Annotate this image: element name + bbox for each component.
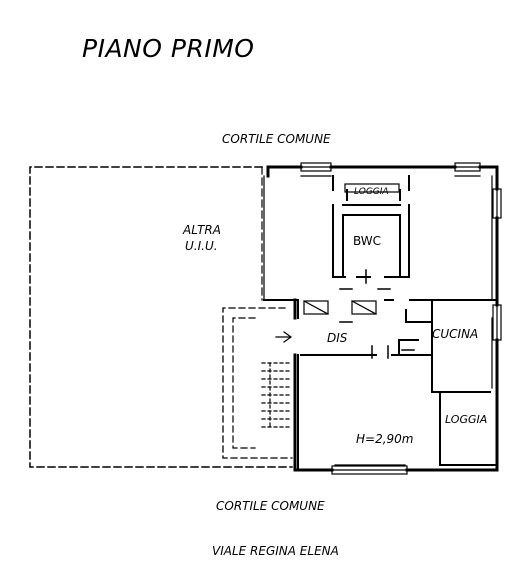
courtyard-label-bottom: CORTILE COMUNE [216, 499, 325, 513]
other-unit-boundary [29, 166, 293, 468]
room-label-kitchen: CUCINA [432, 327, 479, 341]
cabinets [303, 300, 377, 315]
stair-treads [261, 362, 293, 428]
room-label-bathroom: BWC [353, 234, 382, 248]
windows [300, 162, 502, 475]
other-unit-label-line1: ALTRA [183, 223, 221, 237]
ceiling-height-label: H=2,90m [356, 432, 414, 446]
interior-walls [263, 175, 498, 471]
stair-outline [222, 307, 293, 459]
room-label-loggia-bottom: LOGGIA [445, 413, 488, 426]
entry-arrow [275, 331, 293, 343]
courtyard-label-top: CORTILE COMUNE [222, 132, 331, 146]
other-unit-label-line2: U.I.U. [185, 239, 218, 253]
room-label-hallway: DIS [327, 331, 348, 345]
wall-inner-faces [263, 175, 493, 466]
outer-walls [266, 165, 499, 472]
room-label-loggia-top: LOGGIA [354, 187, 389, 197]
road-label: VIALE REGINA ELENA [212, 544, 339, 558]
stair-outline-inner [232, 317, 256, 449]
door-marks [339, 269, 415, 359]
plan-title: PIANO PRIMO [82, 34, 255, 63]
